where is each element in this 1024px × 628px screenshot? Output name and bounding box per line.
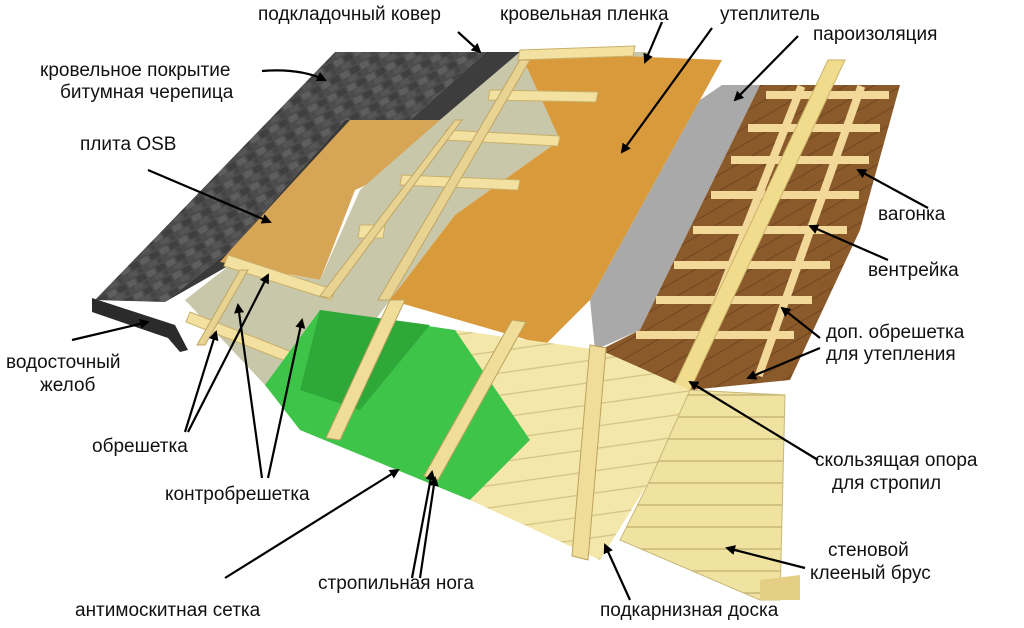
label-mosquito-mesh: антимоскитная сетка bbox=[75, 600, 261, 621]
counter-battens bbox=[196, 59, 531, 346]
label-roofing-membrane: кровельная пленка bbox=[500, 4, 669, 25]
label-osb-plate: плита OSB bbox=[80, 134, 177, 155]
wall-timber-corner bbox=[760, 575, 800, 600]
label-sliding-support-line1: скользящая опора bbox=[815, 450, 978, 471]
rafter-legs bbox=[325, 299, 607, 561]
label-vapor-barrier: пароизоляция bbox=[813, 24, 938, 45]
soffit-board bbox=[455, 330, 690, 560]
vapor-barrier bbox=[590, 85, 760, 350]
label-sliding-support-line2: для стропил bbox=[832, 473, 942, 494]
label-roof-covering-line1: кровельное покрытие bbox=[40, 60, 231, 81]
label-insulation: утеплитель bbox=[720, 4, 820, 25]
bitumen-shingles bbox=[95, 52, 486, 302]
label-soffit-board: подкарнизная доска bbox=[600, 600, 779, 621]
label-wall-timber-line2: клееный брус bbox=[810, 563, 931, 584]
osb-plate bbox=[220, 120, 440, 280]
label-roof-covering-line2: битумная черепица bbox=[60, 82, 234, 103]
label-extra-battens-line2: для утепления bbox=[826, 344, 956, 365]
label-battens: обрешетка bbox=[92, 436, 188, 457]
label-gutter-line1: водосточный bbox=[6, 352, 121, 373]
label-extra-battens-line1: доп. обрешетка bbox=[826, 322, 965, 343]
battens bbox=[185, 45, 636, 363]
label-wall-timber-line1: стеновой bbox=[828, 540, 909, 561]
label-rafter-leg: стропильная нога bbox=[318, 573, 474, 594]
pointer-arrows bbox=[71, 21, 929, 601]
insulation-panel bbox=[390, 52, 722, 345]
label-gutter-line2: желоб bbox=[40, 375, 96, 396]
label-underlay-carpet: подкладочный ковер bbox=[258, 4, 441, 25]
label-ventilation-batten: вентрейка bbox=[868, 260, 959, 281]
label-counter-battens: контробрешетка bbox=[165, 484, 310, 505]
underlay-carpet bbox=[410, 52, 520, 120]
label-lining: вагонка bbox=[878, 204, 946, 225]
